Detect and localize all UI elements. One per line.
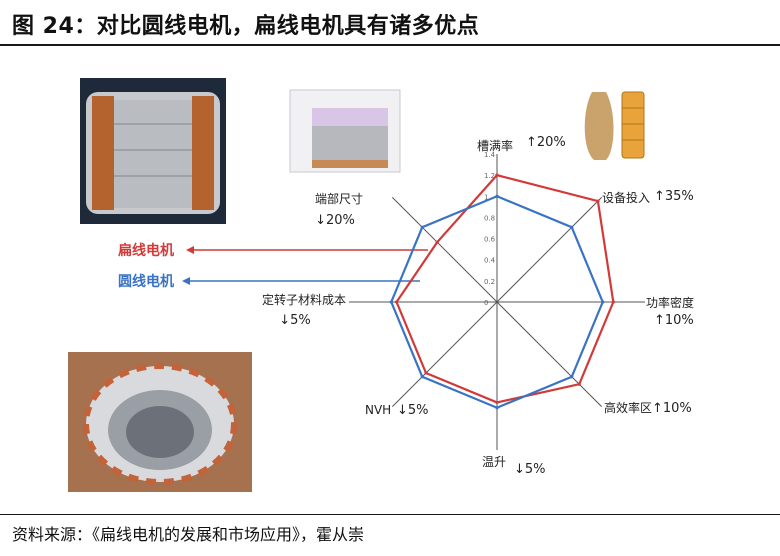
radar-tick-label: 0.2 bbox=[484, 278, 495, 286]
radar-point bbox=[577, 382, 581, 386]
axis-label: 设备投入 bbox=[602, 190, 650, 205]
wire-section-icons bbox=[584, 91, 645, 160]
radar-point bbox=[435, 240, 439, 244]
radar-point bbox=[570, 375, 574, 379]
radar-point bbox=[495, 173, 499, 177]
axis-change-label: ↓5% bbox=[279, 313, 311, 328]
axis-label: 定转子材料成本 bbox=[262, 292, 346, 307]
radar-spoke bbox=[496, 196, 603, 303]
axis-label: 高效率区 bbox=[604, 400, 652, 415]
stator-section-diagram bbox=[289, 89, 401, 173]
series-flat-wire-polygon bbox=[395, 173, 615, 404]
axis-change-label: ↓5% bbox=[397, 403, 429, 418]
radar-spoke bbox=[391, 301, 498, 408]
axis-label: 功率密度 bbox=[646, 295, 694, 310]
radar-tick-label: 1.2 bbox=[484, 172, 495, 180]
radar-point bbox=[420, 375, 424, 379]
radar-tick-label: 0 bbox=[484, 299, 488, 307]
radar-point bbox=[611, 300, 615, 304]
radar-tick-label: 0.6 bbox=[484, 236, 496, 244]
radar-spoke bbox=[391, 196, 498, 303]
radar-tick-label: 1 bbox=[484, 193, 488, 201]
radar-point bbox=[596, 199, 600, 203]
radar-spoke bbox=[496, 301, 603, 408]
round-wire-stator-photo bbox=[80, 78, 226, 224]
radar-point bbox=[495, 406, 499, 410]
radar-point bbox=[389, 300, 393, 304]
hairpin-stator-photo bbox=[68, 352, 252, 492]
legend-label-round-wire: 圆线电机 bbox=[118, 273, 174, 290]
axis-change-label: ↑20% bbox=[526, 135, 566, 150]
radar-point bbox=[495, 194, 499, 198]
axis-change-label: ↑35% bbox=[654, 189, 694, 204]
radar-point bbox=[570, 225, 574, 229]
axis-label: 槽满率 bbox=[477, 138, 513, 153]
radar-point bbox=[495, 400, 499, 405]
radar-point bbox=[420, 225, 424, 229]
axis-label: 温升 bbox=[482, 455, 506, 469]
radar-tick-label: 0.4 bbox=[484, 257, 496, 265]
axis-change-label: ↓5% bbox=[514, 462, 546, 477]
legend-arrowhead-red bbox=[186, 246, 194, 254]
radar-tick-label: 0.8 bbox=[484, 214, 495, 222]
radar-point bbox=[394, 300, 399, 304]
axis-label: 端部尺寸 bbox=[315, 191, 363, 206]
legend-arrowhead-blue bbox=[182, 277, 190, 285]
source-note: 资料来源：《扁线电机的发展和市场应用》，霍从崇 bbox=[12, 525, 365, 544]
figure-title: 图 24：对比圆线电机，扁线电机具有诸多优点 bbox=[12, 14, 480, 39]
radar-point bbox=[601, 300, 605, 304]
axis-change-label: ↑10% bbox=[654, 313, 694, 328]
radar-point bbox=[424, 371, 428, 375]
axis-change-label: ↓20% bbox=[315, 213, 355, 228]
top-divider bbox=[0, 44, 780, 46]
radar-tick-label: 1.4 bbox=[484, 151, 496, 159]
legend-label-flat-wire: 扁线电机 bbox=[118, 242, 174, 259]
axis-label: NVH bbox=[365, 403, 391, 417]
bottom-divider bbox=[0, 514, 780, 515]
axis-change-label: ↑10% bbox=[652, 401, 692, 416]
